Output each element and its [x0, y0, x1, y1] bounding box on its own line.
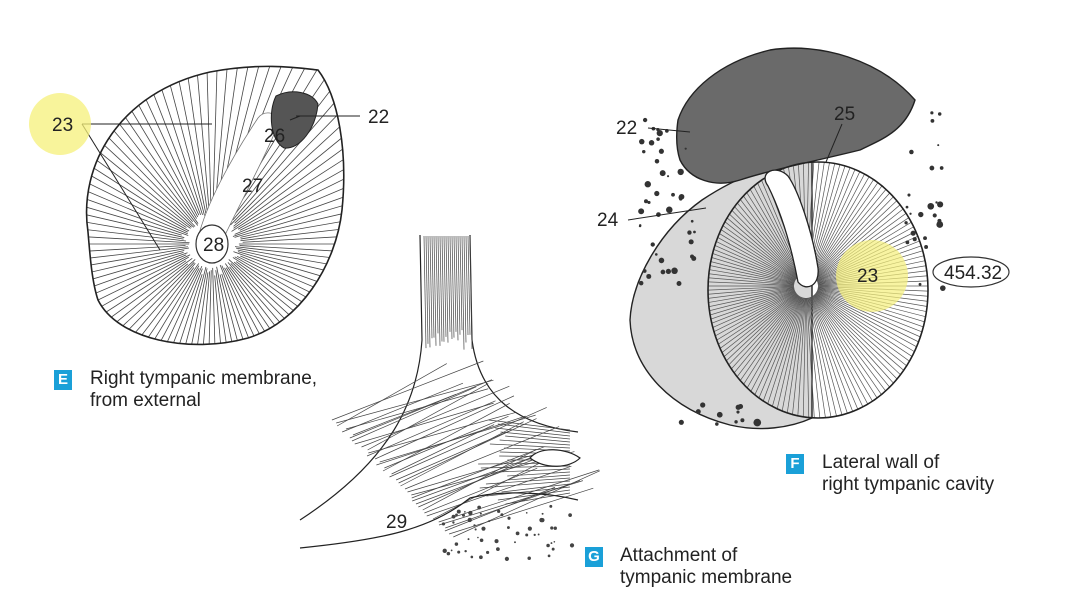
umbo	[195, 224, 229, 264]
highlight-f-23	[836, 240, 908, 312]
label-e-26: 26	[264, 126, 285, 147]
figure-f-caption-line-2: right tympanic cavity	[822, 474, 995, 495]
figure-e-caption-line-2: from external	[90, 390, 201, 411]
label-e-28: 28	[203, 235, 224, 256]
bone-edge	[299, 492, 579, 549]
membrane-disc	[707, 161, 929, 419]
figure-f-caption-line-1: Lateral wall of	[822, 452, 940, 473]
callout-f24	[627, 207, 707, 221]
pars-flaccida	[270, 91, 319, 149]
figure-e-caption-line-1: Right tympanic membrane,	[90, 368, 318, 389]
figure-g-caption-line-2: tympanic membrane	[620, 567, 793, 588]
figure-f-badge: F	[786, 454, 804, 474]
label-e-22: 22	[368, 107, 389, 128]
label-f-ref: 454.32	[944, 263, 1002, 284]
label-g-29: 29	[386, 512, 407, 533]
membrane-outline	[85, 65, 345, 346]
figure-e-badge: E	[54, 370, 72, 390]
label-e-27: 27	[242, 176, 263, 197]
highlight-e-23	[29, 93, 91, 155]
label-e-23: 23	[52, 115, 73, 136]
callout-f25	[825, 123, 843, 163]
petrous-roof	[675, 47, 916, 184]
callout-e26-stub	[289, 115, 301, 121]
callout-e23-b	[81, 123, 161, 251]
label-f-23: 23	[857, 266, 878, 287]
malleus-handle-f	[764, 169, 819, 288]
figure-e-caption: Right tympanic membrane, from external	[90, 368, 317, 412]
label-f-24: 24	[597, 210, 619, 231]
membrane-attachment-drawing	[299, 234, 600, 561]
figure-f-caption: Lateral wall of right tympanic cavity	[822, 452, 994, 496]
figure-g-badge: G	[585, 547, 603, 567]
ref-oval	[932, 256, 1010, 288]
label-f-25: 25	[834, 104, 855, 125]
attachment-canal	[529, 449, 581, 467]
figure-g-caption-line-1: Attachment of	[620, 545, 738, 566]
callout-f22	[647, 127, 691, 133]
label-f-22: 22	[616, 118, 637, 139]
figure-g-caption: Attachment of tympanic membrane	[620, 545, 792, 589]
